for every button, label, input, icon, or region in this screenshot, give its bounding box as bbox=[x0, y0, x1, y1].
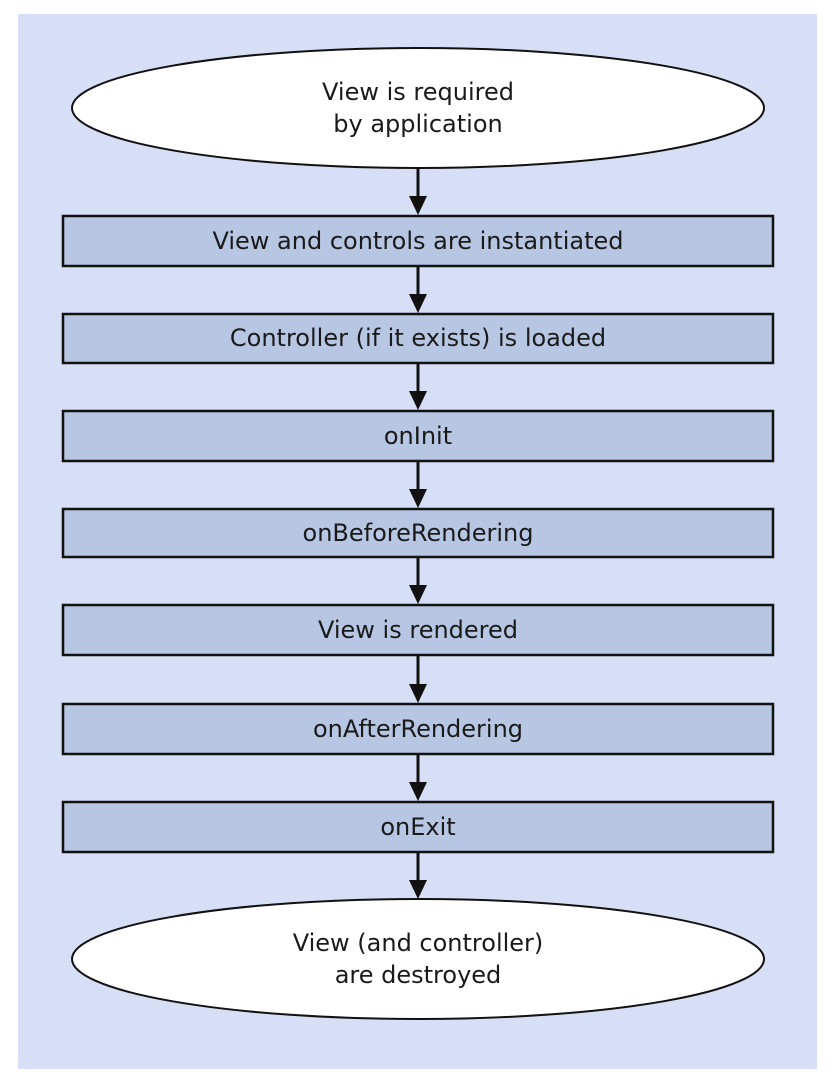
start-node: View is required by application bbox=[71, 47, 765, 169]
step-label: onInit bbox=[384, 422, 452, 450]
start-ellipse bbox=[71, 47, 765, 169]
end-label-line1: View (and controller) bbox=[293, 929, 544, 957]
step-rect bbox=[61, 507, 775, 559]
step-label: onExit bbox=[380, 813, 455, 841]
step-label: Controller (if it exists) is loaded bbox=[230, 324, 606, 352]
end-ellipse bbox=[71, 898, 765, 1020]
connector-arrows bbox=[409, 168, 427, 899]
step-label: onAfterRendering bbox=[313, 715, 523, 743]
start-label-line1: View is required bbox=[322, 78, 514, 106]
arrow-start-to-step1 bbox=[409, 168, 427, 215]
step-label: View is rendered bbox=[318, 616, 518, 644]
step-box-4: onBeforeRendering bbox=[61, 507, 775, 559]
end-label-line2: are destroyed bbox=[335, 961, 502, 989]
step-rect bbox=[61, 409, 775, 463]
step-box-5: View is rendered bbox=[61, 603, 775, 657]
step-rect bbox=[61, 312, 775, 365]
arrow-step6-to-step7 bbox=[409, 754, 427, 801]
arrow-step4-to-step5 bbox=[409, 557, 427, 604]
step-label: onBeforeRendering bbox=[303, 519, 534, 547]
start-label-line2: by application bbox=[333, 110, 502, 138]
step-box-1: View and controls are instantiated bbox=[61, 214, 775, 268]
end-node: View (and controller) are destroyed bbox=[71, 898, 765, 1020]
arrow-step5-to-step6 bbox=[409, 655, 427, 703]
step-rect bbox=[61, 702, 775, 756]
arrow-step1-to-step2 bbox=[409, 266, 427, 313]
step-box-2: Controller (if it exists) is loaded bbox=[61, 312, 775, 365]
step-rect bbox=[61, 800, 775, 854]
step-box-7: onExit bbox=[61, 800, 775, 854]
arrow-step3-to-step4 bbox=[409, 461, 427, 508]
arrow-step7-to-end bbox=[409, 852, 427, 899]
step-box-3: onInit bbox=[61, 409, 775, 463]
step-rect bbox=[61, 603, 775, 657]
step-rect bbox=[61, 214, 775, 268]
arrow-step2-to-step3 bbox=[409, 363, 427, 410]
step-label: View and controls are instantiated bbox=[212, 227, 623, 255]
step-box-6: onAfterRendering bbox=[61, 702, 775, 756]
